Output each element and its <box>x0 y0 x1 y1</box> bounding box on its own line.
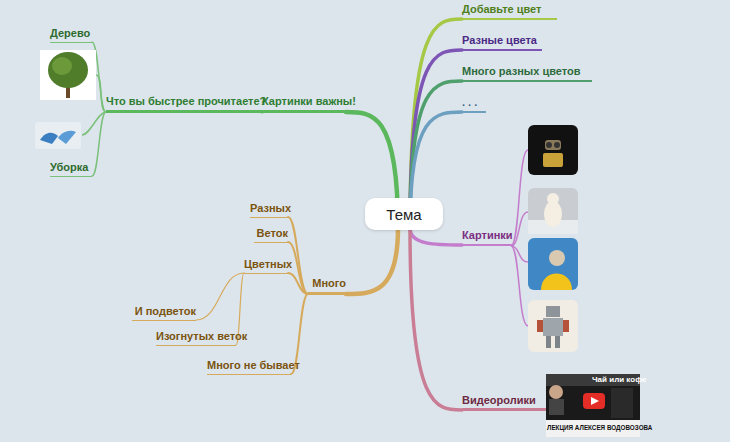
leaf-label: Дерево <box>50 27 92 43</box>
branch-label: . . . <box>462 96 486 113</box>
branch-curve <box>288 242 308 294</box>
node-text: Картинки <box>462 229 512 242</box>
bear-picture <box>528 188 578 234</box>
node-text: Картинки важны! <box>262 95 346 108</box>
branch-curve <box>346 228 398 294</box>
branch-curve <box>291 294 308 374</box>
node-text: Видеоролики <box>462 394 546 407</box>
image-branch <box>511 150 528 326</box>
node-text: Разных <box>250 202 288 215</box>
leaf-label: И подветок <box>132 305 196 321</box>
node-text: Разные цвета <box>462 34 542 47</box>
node-text: Веток <box>254 227 288 240</box>
branch-curve <box>288 273 308 294</box>
video-caption: ЛЕКЦИЯ АЛЕКСЕЯ ВОДОВОЗОВА <box>547 424 652 431</box>
node-text: Уборка <box>50 161 92 174</box>
branch-label: Картинки <box>462 229 512 246</box>
branch-curve <box>410 228 462 410</box>
branch-curve <box>288 217 308 294</box>
node-text: . . . <box>462 96 486 109</box>
node-text: Много не бывает <box>207 359 291 372</box>
toy-robot-picture <box>528 300 578 352</box>
branch-label: Много разных цветов <box>462 65 592 82</box>
gloves-picture <box>35 122 81 149</box>
node-text: И подветок <box>132 305 196 318</box>
sub-branch-label: Что вы быстрее прочитаете? <box>106 95 262 113</box>
branch-curve <box>236 273 244 345</box>
branch-label: Видеоролики <box>462 394 546 411</box>
node-text: Добавьте цвет <box>462 3 557 16</box>
sub-branch-label: Веток <box>254 227 288 243</box>
sub-branch-label: Много не бывает <box>207 359 291 375</box>
branch-label: Добавьте цвет <box>462 3 557 20</box>
leaf-label: Изогнутых веток <box>156 330 236 346</box>
branch-label: Разные цвета <box>462 34 542 51</box>
node-text: Что вы быстрее прочитаете? <box>106 95 262 108</box>
tree-picture <box>40 50 96 100</box>
central-topic: Тема <box>365 198 443 230</box>
branch-label: Картинки важны! <box>262 95 346 113</box>
node-text: Тема <box>386 208 421 221</box>
leaf-label: Уборка <box>50 161 92 177</box>
node-text: Изогнутых веток <box>156 330 236 343</box>
node-text: Много разных цветов <box>462 65 592 78</box>
branch-curve <box>92 112 106 176</box>
branch-curve <box>196 273 244 320</box>
robot-picture <box>528 125 578 175</box>
branch-label: Много <box>308 277 346 295</box>
sub-branch-label: Цветных <box>244 258 288 274</box>
node-text: Дерево <box>50 27 92 40</box>
node-text: Много <box>308 277 346 290</box>
branch-curve <box>410 19 462 228</box>
dog-picture <box>528 238 578 290</box>
video-title: Чай или кофе <box>592 375 646 384</box>
node-text: Цветных <box>244 258 288 271</box>
branch-curve <box>410 228 462 245</box>
sub-branch-label: Разных <box>250 202 288 218</box>
